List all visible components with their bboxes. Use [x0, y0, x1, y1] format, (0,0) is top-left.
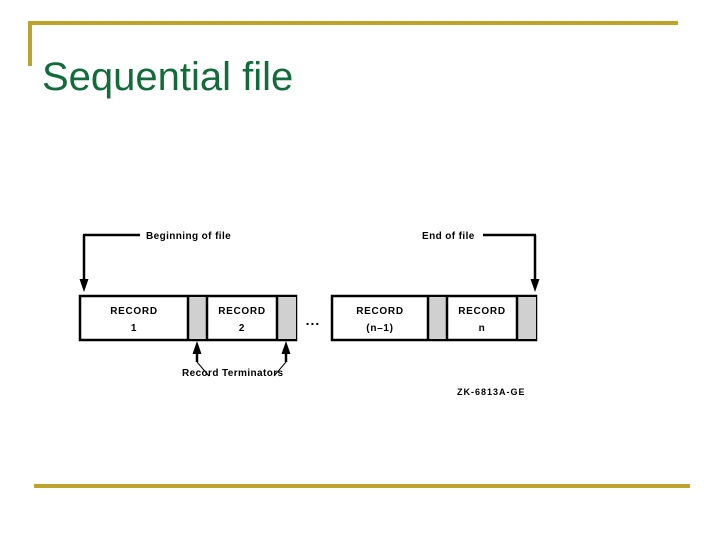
record-index: 1 [131, 323, 137, 334]
record-group-right: RECORD (n–1) RECORD n [330, 294, 538, 342]
record-index: (n–1) [366, 323, 393, 334]
accent-bottom-rule [34, 484, 690, 488]
record-terminators-label: Record Terminators [182, 368, 284, 379]
record-index: 2 [239, 323, 245, 334]
records-ellipsis: ... [306, 312, 321, 328]
end-of-file-label: End of file [422, 231, 475, 242]
record-terminator-cell [277, 297, 296, 339]
page-title: Sequential file [42, 54, 294, 99]
record-title: RECORD [218, 306, 266, 317]
record-terminator-cell [517, 297, 536, 339]
record-terminators-leader [192, 341, 291, 377]
sequential-file-diagram: Beginning of file End of file RECORD [60, 200, 580, 415]
beginning-of-file-leader [79, 233, 140, 292]
record-terminator-cell [188, 297, 207, 339]
record-terminator-cell [428, 297, 447, 339]
accent-top-rule [28, 21, 678, 25]
record-title: RECORD [458, 306, 506, 317]
accent-left-bracket [28, 21, 32, 66]
record-title: RECORD [356, 306, 404, 317]
end-of-file-leader [483, 233, 540, 292]
figure-code: ZK-6813A-GE [457, 387, 526, 397]
record-group-left: RECORD 1 RECORD 2 [78, 294, 298, 342]
record-title: RECORD [110, 306, 158, 317]
record-index: n [479, 323, 486, 334]
beginning-of-file-label: Beginning of file [146, 231, 231, 242]
